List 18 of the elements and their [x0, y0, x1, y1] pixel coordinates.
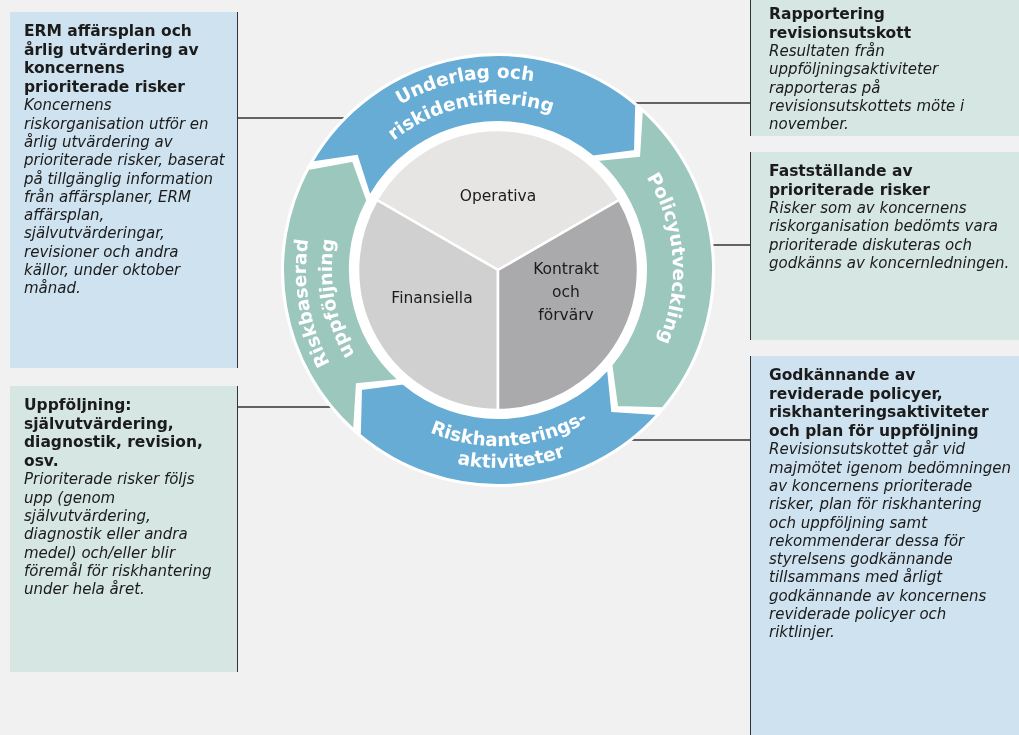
card-heading: Uppföljning: självutvärdering, diagnostik, revision, osv.	[24, 396, 204, 471]
slice-label: Operativa	[459, 187, 537, 205]
info-card	[10, 12, 238, 368]
card-heading: Rapportering revisionsutskott	[769, 5, 913, 42]
card-text: Prioriterade risker följs upp (genom självutvärdering, diagnostik eller andra medel) och/eller blir föremål för riskhantering under hela året.	[24, 470, 213, 599]
info-card	[750, 152, 1019, 340]
card-text: Koncernens riskorganisation utför en årlig utvärdering av prioriterade risker, baserat på tillgänglig information från affärsplaner, ERM affärsplan, självutvärderingar, revisioner och andra källor, under oktober månad.	[24, 96, 226, 298]
slice-label: Kontrakt och förvärv	[533, 260, 599, 324]
info-card	[750, 356, 1019, 735]
card-heading: Godkännande av reviderade policyer, riskhanteringsaktiviteter och plan för uppföljning	[769, 366, 990, 441]
card-heading: Fastställande av prioriterade risker	[769, 162, 931, 200]
info-card	[750, 0, 1019, 136]
info-card	[10, 386, 238, 672]
card-text: Resultaten från uppföljningsaktiviteter rapporteras på revisionsutskottets möte i november.	[769, 42, 966, 134]
slice-label: Finansiella	[391, 289, 473, 307]
card-heading: ERM affärsplan och årlig utvärdering av koncernens prioriterade risker	[24, 22, 200, 97]
card-text: Risker som av koncernens riskorganisation bedömts vara prioriterade diskuteras och godkänns av koncernledningen.	[769, 199, 1011, 273]
card-text: Revisionsutskottet går vid majmötet igenom bedömningen av koncernens prioriterade risker, plan för riskhantering och uppföljning samt rekommenderar dessa för styrelsens godkännande tillsammans med årligt godkännande av koncernens reviderade policyer och riktlinjer.	[769, 440, 1011, 642]
